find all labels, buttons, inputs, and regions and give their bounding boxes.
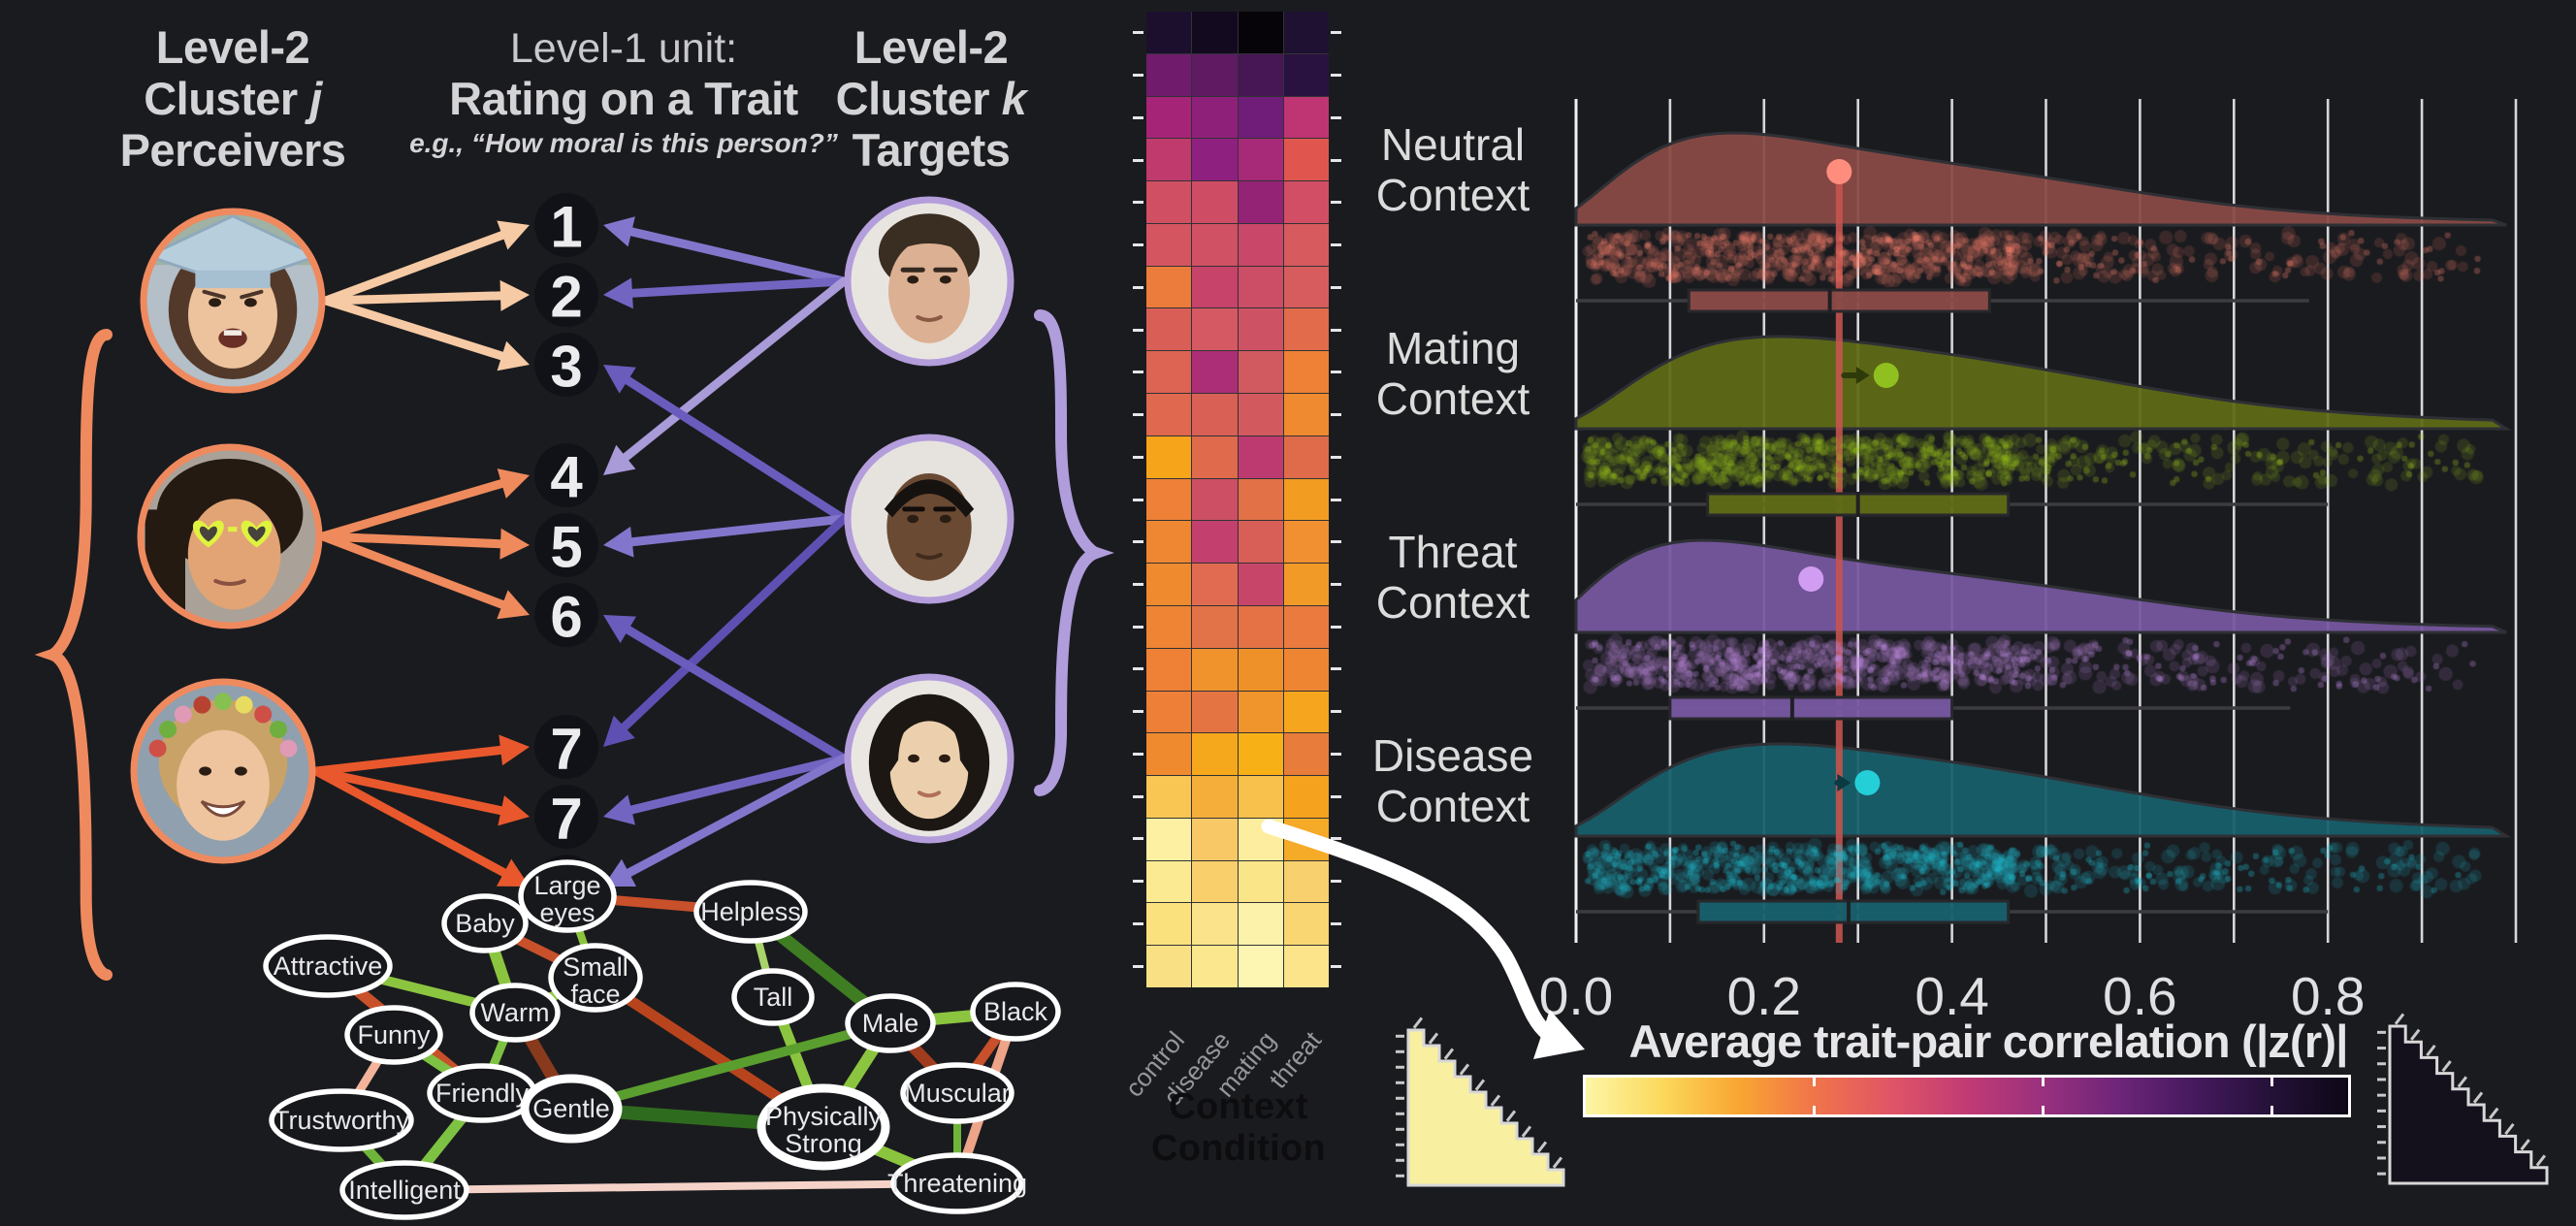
header-text: Level-2: [764, 21, 1098, 73]
header-text-italic: k: [1002, 73, 1027, 124]
annotation-arrow: [1269, 826, 1548, 1034]
header-text: Perceivers: [48, 124, 417, 176]
header-text: Cluster k: [764, 73, 1098, 124]
triangular-correlation-matrix-dark: [2377, 1014, 2547, 1183]
triangular-correlation-matrix-light: [1396, 1017, 1563, 1185]
header-text: Cluster: [144, 73, 309, 124]
header-text-italic: j: [309, 73, 322, 124]
header-text: Level-2: [48, 21, 417, 73]
header-perceivers: Level-2 Cluster j Perceivers: [48, 21, 417, 176]
header-text: Cluster: [836, 73, 1002, 124]
header-text: Targets: [764, 124, 1098, 176]
header-text: Cluster j: [48, 73, 417, 124]
header-targets: Level-2 Cluster k Targets: [764, 21, 1098, 176]
